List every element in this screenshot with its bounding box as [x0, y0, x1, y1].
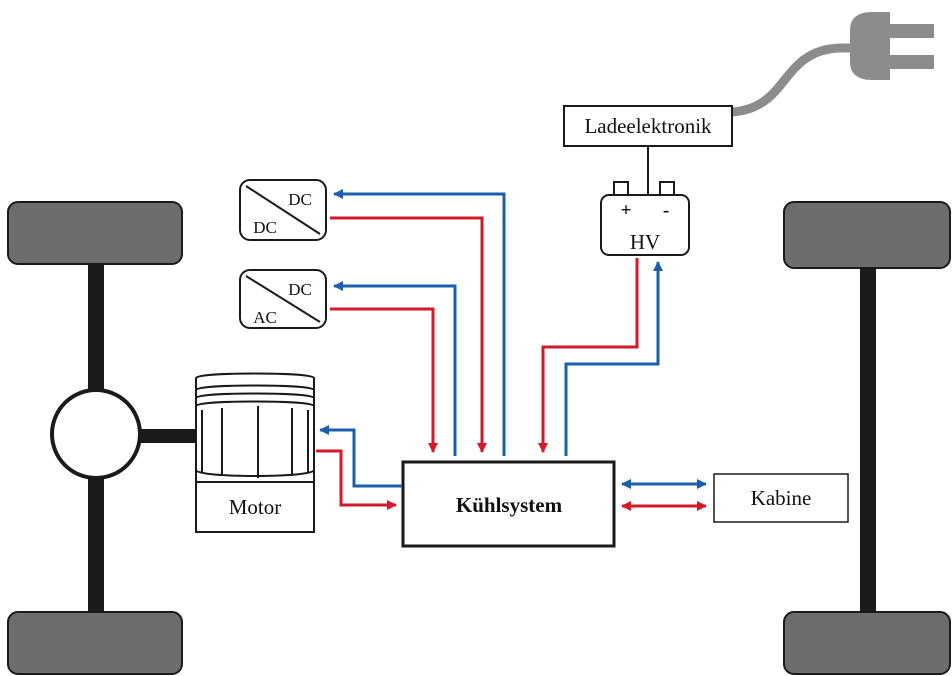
flow-supply-acdc: [330, 307, 438, 453]
acdc-converter: DC AC: [239, 269, 327, 329]
battery-terminal-plus: [613, 181, 629, 197]
flow-supply-battery: [538, 258, 639, 453]
dcdc-diagonal: [245, 185, 321, 235]
flow-return-dcdc: [333, 189, 506, 456]
charger-box: [563, 105, 733, 147]
dcdc-bottom-label: DC: [253, 218, 277, 237]
charger-label: Ladeelektronik: [584, 114, 712, 138]
battery-body: [600, 194, 690, 256]
motor-ring-2: [195, 384, 315, 391]
right-front-wheel: [783, 201, 951, 269]
motor-top-ring: [195, 372, 315, 384]
differential-circle: [50, 388, 142, 480]
right-axle-shaft: [860, 250, 876, 620]
right-axle: [783, 201, 951, 675]
flow-supply-motor: [316, 449, 397, 510]
left-rear-wheel: [7, 611, 183, 675]
left-front-wheel: [7, 201, 183, 265]
battery-label: HV: [630, 230, 660, 254]
right-rear-wheel: [783, 611, 951, 675]
plug-pin-bottom-icon: [888, 55, 934, 69]
flow-return-acdc: [333, 281, 457, 456]
motor-ring-3: [195, 392, 315, 399]
charging-plug: [727, 12, 934, 117]
flow-return-motor: [319, 425, 402, 488]
motor-ring-4: [195, 400, 315, 407]
battery-terminal-minus: [659, 181, 675, 197]
battery-plus-sign: +: [621, 200, 632, 221]
motor: Motor: [195, 372, 315, 533]
acdc-top-label: DC: [288, 280, 312, 299]
left-axle: [7, 201, 197, 675]
dcdc-converter: DC DC: [239, 179, 327, 241]
cabin-box: [713, 473, 849, 523]
cooling-system-label: Kühlsystem: [456, 493, 563, 517]
motor-shaft: [135, 429, 197, 443]
flow-return-battery: [564, 261, 663, 456]
acdc-bottom-label: AC: [253, 308, 277, 327]
flow-supply-dcdc: [330, 216, 487, 453]
dcdc-top-label: DC: [288, 190, 312, 209]
motor-bottom-curve: [195, 469, 315, 477]
charging-cable: [727, 43, 857, 117]
cooling-system-box: [401, 460, 616, 548]
battery-minus-sign: -: [663, 200, 669, 221]
hv-battery: + - HV: [600, 181, 690, 256]
plug-body-icon: [850, 12, 890, 80]
plug-pin-top-icon: [888, 24, 934, 38]
motor-label-box: [195, 481, 315, 533]
coolant-flows: [316, 189, 707, 511]
cabin-label: Kabine: [751, 486, 812, 510]
motor-windings: [201, 406, 309, 478]
acdc-diagonal: [245, 275, 321, 323]
motor-label: Motor: [229, 495, 282, 519]
